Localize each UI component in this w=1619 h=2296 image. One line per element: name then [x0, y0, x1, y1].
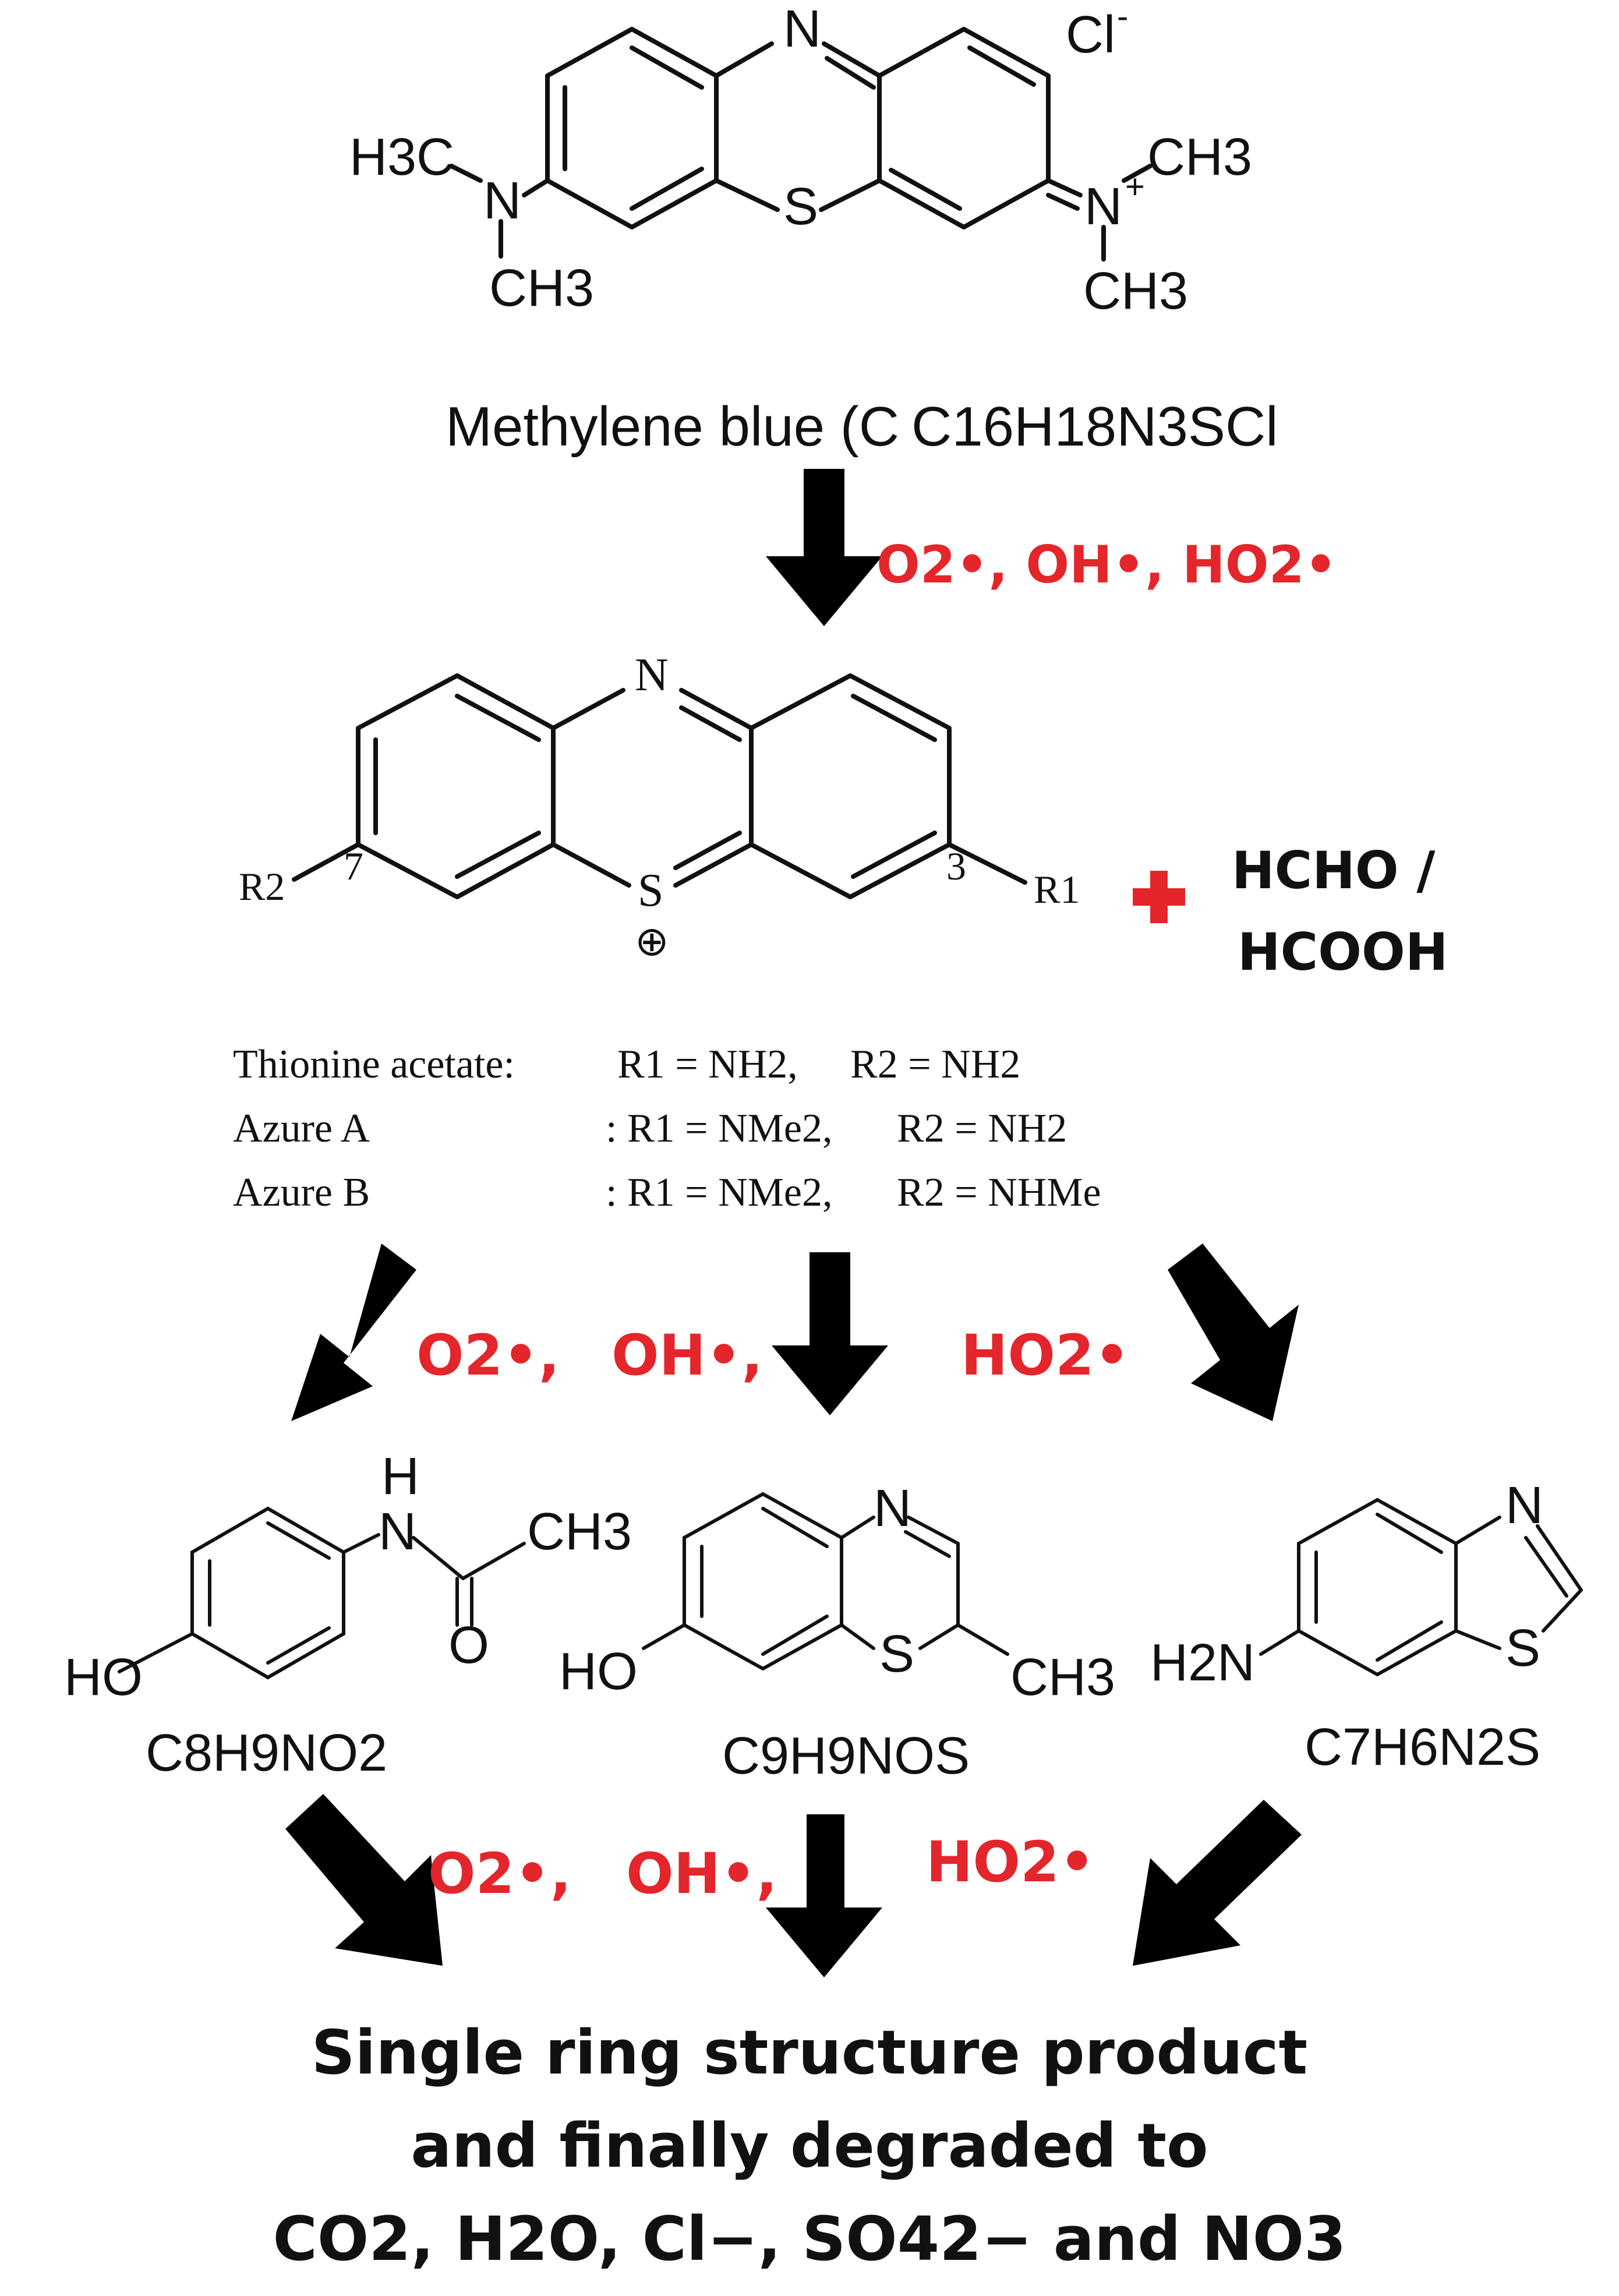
- radical-o2: O2•,: [416, 1323, 560, 1388]
- arrow-step2-right: [1168, 1244, 1299, 1421]
- iminium-charge: +: [1125, 168, 1145, 206]
- byproduct-line2: HCOOH: [1238, 922, 1448, 982]
- position-3: 3: [946, 844, 966, 888]
- final-line2: and finally degraded to: [411, 2110, 1208, 2181]
- carbonyl-oxygen: O: [448, 1616, 489, 1675]
- intermediate-nitrogen: N: [635, 649, 669, 701]
- table-row-r2: R2 = NH2: [897, 1106, 1067, 1151]
- thiazine-sulfur: S: [879, 1625, 914, 1683]
- thiazole-sulfur: S: [1505, 1619, 1540, 1677]
- arrow-step1: [766, 469, 882, 626]
- product-c9h9nos: N S HO CH3 C9H9NOS: [559, 1479, 1115, 1785]
- amino-group: H2N: [1150, 1634, 1255, 1692]
- methylene-blue-caption: Methylene blue (C: [446, 395, 899, 458]
- methylene-blue-formula: C16H18N3SCl: [911, 395, 1278, 458]
- table-row-r1: : R1 = NMe2,: [606, 1170, 832, 1215]
- radicals-step1: O2•, OH•, HO2•: [876, 535, 1337, 595]
- position-7: 7: [344, 844, 363, 888]
- plus-icon: [1133, 871, 1185, 923]
- substituent-table: Thionine acetate: R1 = NH2, R2 = NH2 Azu…: [233, 1042, 1101, 1215]
- ring-sulfur: S: [783, 178, 818, 236]
- product-formula: C9H9NOS: [722, 1727, 970, 1785]
- product-formula: C7H6N2S: [1305, 1718, 1540, 1776]
- product-c8h9no2: H N CH3 O HO C8H9NO2: [64, 1447, 632, 1782]
- arrow-step3-center: [766, 1814, 882, 1977]
- chloride-ion: Cl: [1066, 6, 1115, 64]
- arrow-step3-right: [1133, 1800, 1302, 1966]
- left-methyl-bottom: CH3: [489, 259, 594, 317]
- radical-o2: O2•,: [428, 1841, 571, 1906]
- chloride-charge: -: [1117, 0, 1128, 36]
- hydroxyl: HO: [559, 1642, 638, 1701]
- substituent-r1: R1: [1034, 867, 1080, 912]
- radical-ho2: HO2•: [926, 1829, 1095, 1895]
- right-iminium-nitrogen: N: [1084, 178, 1122, 236]
- right-methyl-bottom: CH3: [1083, 262, 1188, 320]
- table-row-name: Azure B: [233, 1170, 370, 1215]
- acetyl-methyl: CH3: [527, 1503, 632, 1561]
- right-methyl-top: CH3: [1147, 128, 1252, 186]
- phenothiazinium-intermediate: N S ⊕ R2 7 3 R1: [239, 649, 1080, 965]
- product-c7h6n2s: N S H2N C7H6N2S: [1150, 1476, 1583, 1776]
- product-formula: C8H9NO2: [146, 1724, 387, 1782]
- radical-ho2: HO2•: [961, 1323, 1130, 1388]
- byproduct-line1: HCHO /: [1232, 840, 1436, 900]
- amide-nitrogen: N: [379, 1503, 416, 1561]
- final-line3: CO2, H2O, Cl−, SO42− and NO3: [273, 2203, 1346, 2274]
- arrow-step2-left: [291, 1244, 416, 1421]
- table-row-name: Thionine acetate:: [233, 1042, 515, 1087]
- methyl: CH3: [1010, 1648, 1115, 1707]
- table-row-r1: : R1 = NMe2,: [606, 1106, 832, 1151]
- ring-nitrogen: N: [783, 0, 821, 58]
- table-row-name: Azure A: [233, 1106, 370, 1151]
- amide-hydrogen: H: [381, 1447, 419, 1506]
- substituent-r2: R2: [239, 864, 285, 909]
- radical-oh: OH•,: [611, 1323, 763, 1388]
- sulfonium-charge: ⊕: [635, 920, 669, 965]
- arrow-step3-left: [285, 1794, 443, 1966]
- arrow-step2-center: [772, 1252, 888, 1415]
- thiazole-nitrogen: N: [1505, 1476, 1543, 1535]
- hydroxyl: HO: [64, 1648, 143, 1707]
- table-row-r1: R1 = NH2,: [617, 1042, 798, 1087]
- left-methyl-top: H3C: [349, 128, 454, 186]
- final-line1: Single ring structure product: [312, 2017, 1307, 2088]
- radical-oh: OH•,: [626, 1841, 777, 1906]
- methylene-blue-structure: N S Cl - H3C N CH3 N + CH3 CH3 Methylene…: [349, 0, 1278, 458]
- table-row-r2: R2 = NHMe: [897, 1170, 1101, 1215]
- thiazine-nitrogen: N: [874, 1479, 911, 1538]
- left-amine-nitrogen: N: [483, 172, 521, 230]
- table-row-r2: R2 = NH2: [850, 1042, 1020, 1087]
- intermediate-sulfur: S: [638, 865, 664, 916]
